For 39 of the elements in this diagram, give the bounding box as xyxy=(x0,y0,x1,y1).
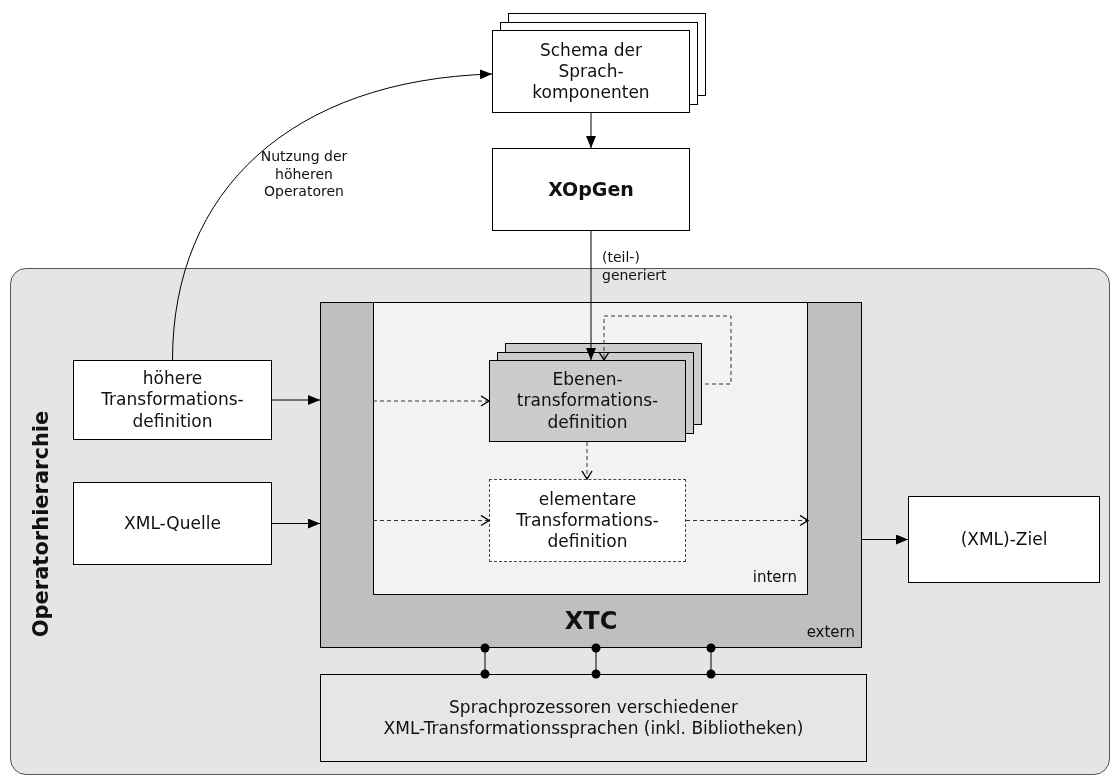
arrow xyxy=(586,230,596,361)
arrow xyxy=(172,69,493,361)
arrow xyxy=(271,518,321,529)
frame-caption: extern xyxy=(806,622,855,642)
edge-label: (teil-) generiert xyxy=(602,249,668,284)
frame-title: XTC xyxy=(564,606,618,636)
component-frame xyxy=(320,302,862,648)
group-panel xyxy=(10,268,1110,775)
panel-caption: intern xyxy=(752,567,797,587)
group-title: Operatorhierarchie xyxy=(27,410,54,638)
node-label: XOpGen xyxy=(548,177,634,202)
inner-panel xyxy=(373,302,808,595)
node-label: XML-Quelle xyxy=(124,512,221,535)
document-stack xyxy=(489,343,705,442)
arrow xyxy=(861,534,909,545)
arrow xyxy=(586,112,596,149)
node-label: Sprachprozessoren verschiedener XML-Transformationssprachen (inkl. Bibliotheken) xyxy=(382,696,805,740)
node-label: (XML)-Ziel xyxy=(960,528,1048,551)
node-label: elementare Transformations- definition xyxy=(515,488,660,553)
dashed-arrow xyxy=(598,315,732,385)
dashed-box xyxy=(489,479,686,562)
document-stack xyxy=(492,13,708,113)
node-label: höhere Transformations- definition xyxy=(100,368,245,432)
process-box xyxy=(908,496,1100,583)
process-box xyxy=(73,482,272,565)
connector-line xyxy=(591,643,601,679)
process-box xyxy=(492,148,690,231)
connector-line xyxy=(706,643,716,679)
arrow xyxy=(271,395,321,405)
dashed-arrow xyxy=(581,441,593,480)
edge-label: Nutzung der höheren Operatoren xyxy=(259,148,349,201)
process-box xyxy=(73,360,272,440)
process-box xyxy=(320,674,867,762)
dashed-arrow xyxy=(372,514,490,527)
node-label: Ebenen- transformations- definition xyxy=(515,369,660,433)
dashed-arrow xyxy=(685,514,809,527)
dashed-arrow xyxy=(372,395,490,407)
node-label: Schema der Sprach- komponenten xyxy=(531,39,651,104)
connector-line xyxy=(480,643,490,679)
